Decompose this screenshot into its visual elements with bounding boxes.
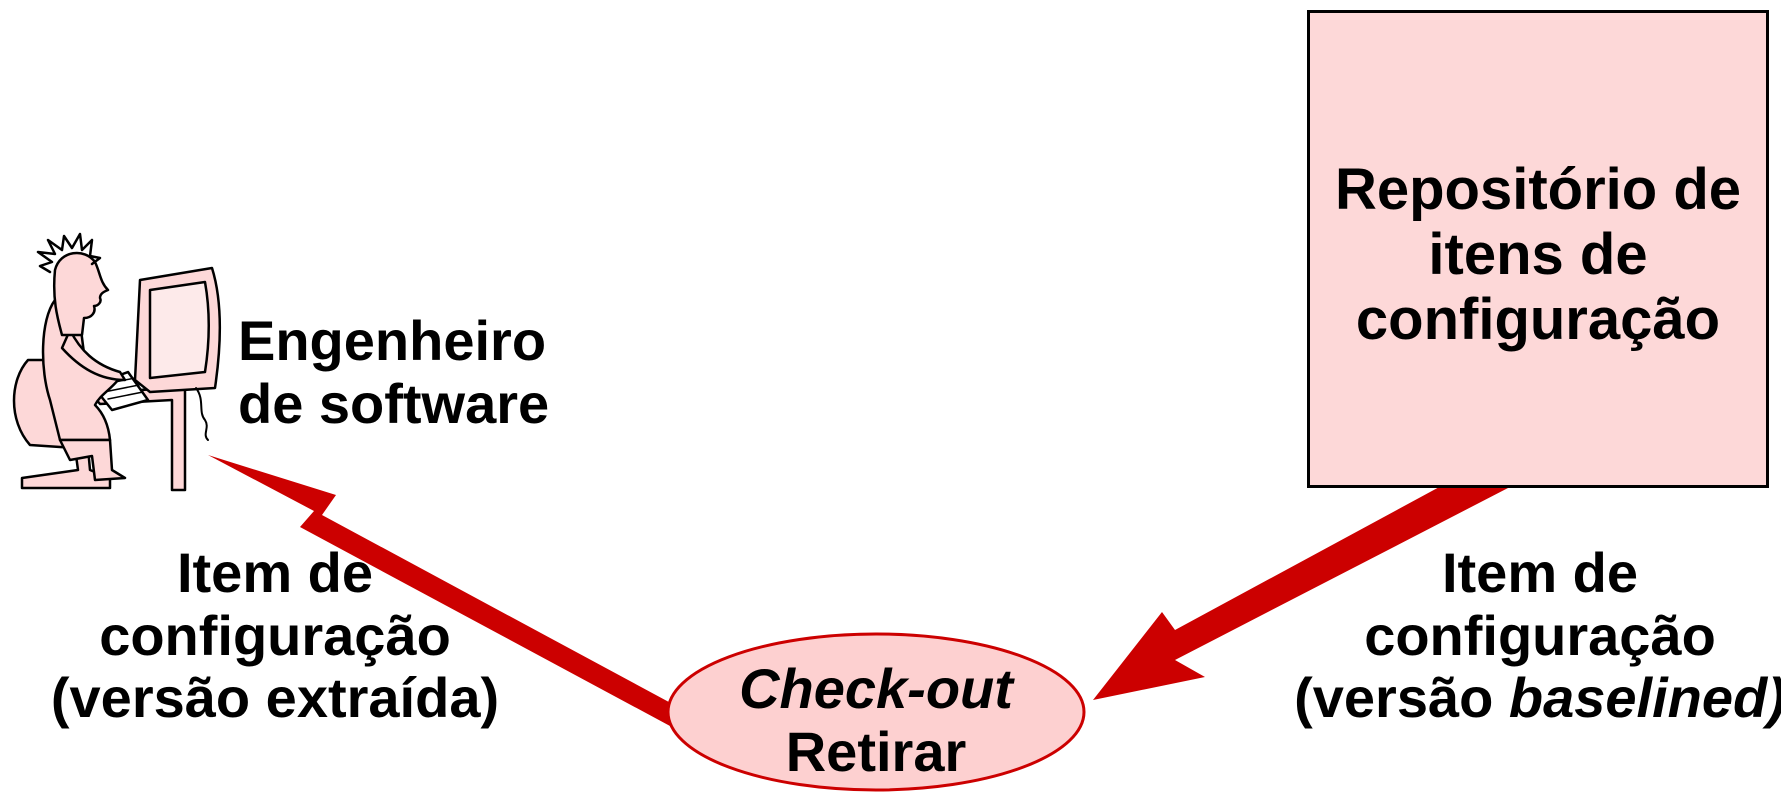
- extracted-item-line: configuração: [99, 603, 451, 667]
- checkout-label: Check-out Retirar: [668, 657, 1084, 783]
- arrow-repository-to-checkout: [1093, 472, 1508, 700]
- engineer-label-line: Engenheiro: [238, 309, 547, 372]
- baselined-item-label: Item de configuração (versão baselined): [1290, 541, 1781, 730]
- engineer-label-line: de software: [238, 371, 550, 435]
- baselined-item-line: (versão baselined): [1290, 667, 1781, 730]
- engineer-label: Engenheiro de software: [238, 309, 550, 435]
- baselined-italic: baselined): [1508, 666, 1781, 730]
- extracted-item-line: Item de: [176, 541, 374, 604]
- extracted-item-label: Item de configuração (versão extraída): [40, 541, 510, 730]
- extracted-item-line: (versão extraída): [50, 666, 500, 730]
- checkout-translation: Retirar: [785, 719, 967, 783]
- repository-label-line: configuração: [1355, 286, 1721, 352]
- person-at-computer-icon: [12, 232, 222, 492]
- checkout-ellipse: [666, 632, 1086, 792]
- repository-label-line: Repositório de: [1334, 157, 1742, 222]
- repository-box: [1307, 10, 1769, 488]
- repository-label-line: itens de: [1428, 221, 1648, 287]
- baselined-prefix: (versão: [1294, 666, 1509, 730]
- baselined-item-line: Item de: [1441, 541, 1639, 604]
- arrow-checkout-to-engineer: [208, 455, 680, 726]
- repository-label: Repositório de itens de configuração: [1307, 157, 1769, 353]
- baselined-item-line: configuração: [1364, 603, 1716, 667]
- checkout-term: Check-out: [739, 657, 1013, 720]
